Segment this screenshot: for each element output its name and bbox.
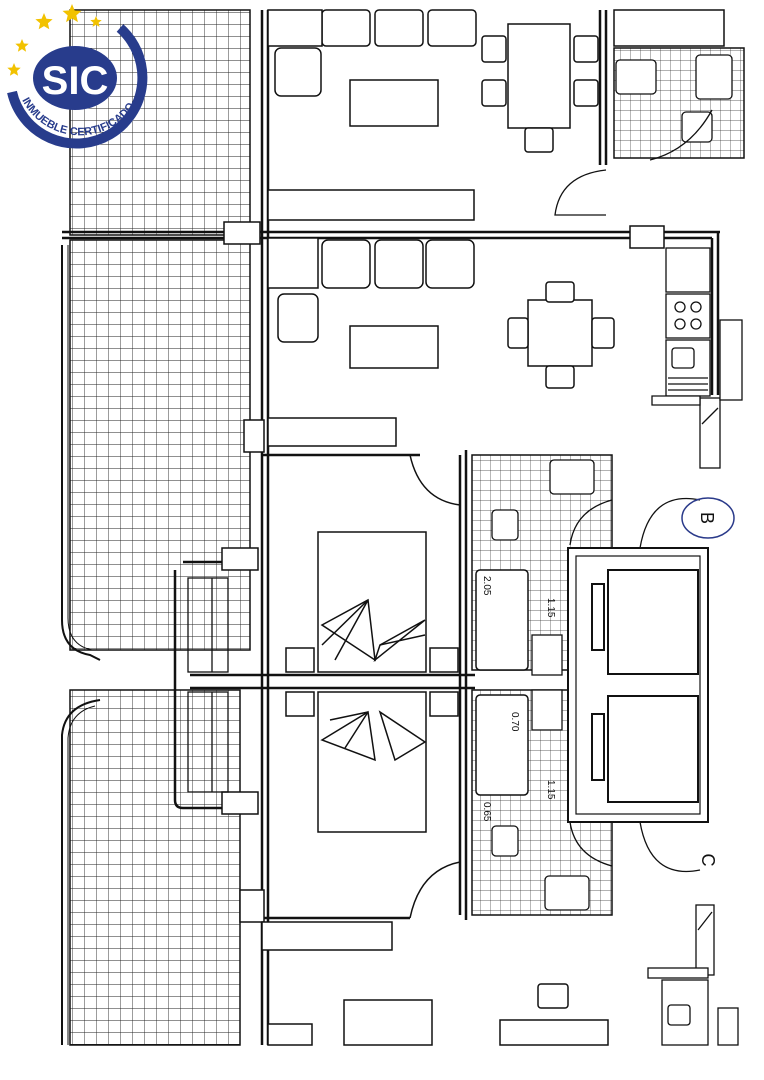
badge-core: [33, 46, 117, 110]
star-icon: [7, 63, 21, 76]
kitchen: [651, 247, 743, 469]
dimension-label: 1.15: [545, 780, 556, 800]
terrace-lower: [61, 689, 241, 1046]
dimension-label: 0.70: [509, 712, 520, 732]
badge-stars: [7, 4, 102, 76]
wardrobes: [187, 577, 229, 793]
living-room-middle: [267, 237, 615, 447]
living-room-upper: [267, 9, 599, 221]
bedroom-lower: [285, 691, 461, 919]
unit-labels: B C: [681, 497, 735, 867]
walls: [62, 10, 720, 1045]
star-icon: [90, 16, 102, 27]
star-icon: [62, 4, 82, 23]
living-room-lower: [261, 921, 609, 1046]
kitchen-lower: [647, 904, 739, 1046]
wall-posts: [221, 221, 665, 923]
unit-label-c: C: [698, 854, 718, 867]
elevator-core: [567, 498, 709, 872]
dimension-label: 2.05: [481, 576, 492, 596]
star-icon: [35, 13, 53, 30]
terrace-upper: [61, 9, 251, 661]
bedroom-upper: [285, 454, 461, 673]
bathroom-upper: [554, 9, 745, 216]
unit-b-circle: [681, 497, 735, 539]
star-icon: [15, 39, 29, 52]
badge-brand: SIC: [42, 59, 109, 103]
unit-label-b: B: [697, 512, 717, 524]
dimension-label: 0.65: [481, 802, 492, 822]
badge-ring: [7, 24, 148, 149]
dimension-label: 1.15: [545, 598, 556, 618]
dimension-labels: 2.05 1.15 0.70 1.15 0.65: [481, 576, 556, 822]
